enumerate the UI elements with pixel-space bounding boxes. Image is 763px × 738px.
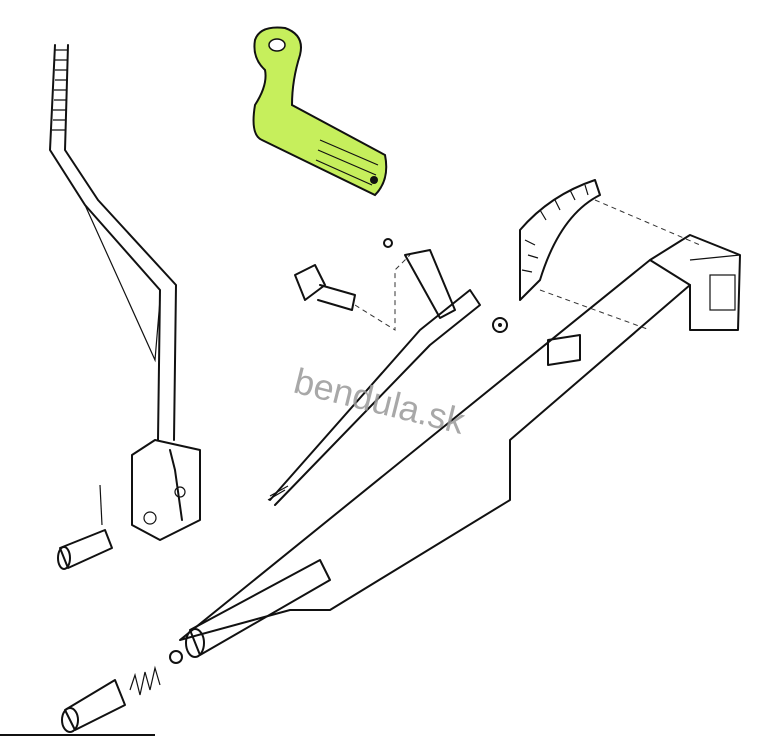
highlighted-shift-lever-part[interactable] [252, 26, 388, 197]
gear-shift-handle [49, 44, 201, 541]
sector-gear [519, 179, 701, 331]
shift-rod [61, 234, 741, 733]
bolt [294, 254, 411, 331]
link-rod [267, 238, 508, 506]
clevis-pin [57, 484, 113, 570]
